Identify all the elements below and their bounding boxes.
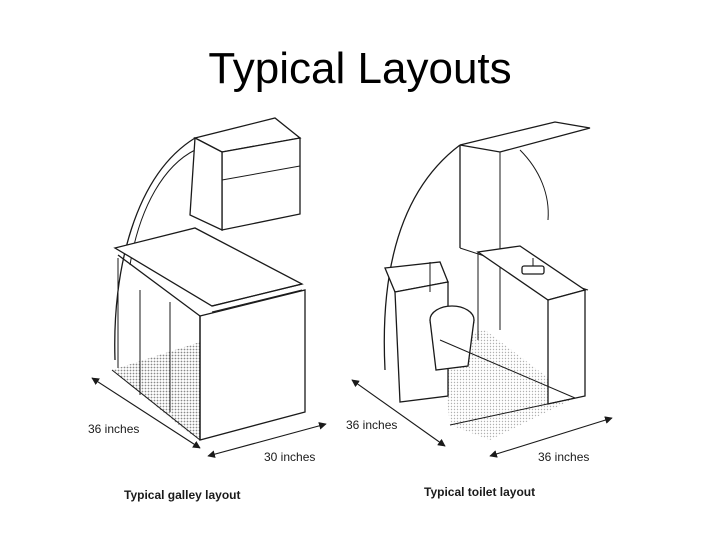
toilet-floor (440, 330, 575, 440)
galley-width-label: 36 inches (88, 422, 140, 436)
galley-caption: Typical galley layout (124, 488, 241, 502)
toilet-depth-label: 36 inches (538, 450, 590, 464)
toilet-width-label: 36 inches (346, 418, 398, 432)
toilet-caption: Typical toilet layout (424, 485, 536, 499)
slide-title: Typical Layouts (208, 44, 512, 93)
galley-drawing (91, 117, 327, 458)
toilet-drawing (351, 121, 613, 458)
galley-depth-label: 30 inches (264, 450, 316, 464)
